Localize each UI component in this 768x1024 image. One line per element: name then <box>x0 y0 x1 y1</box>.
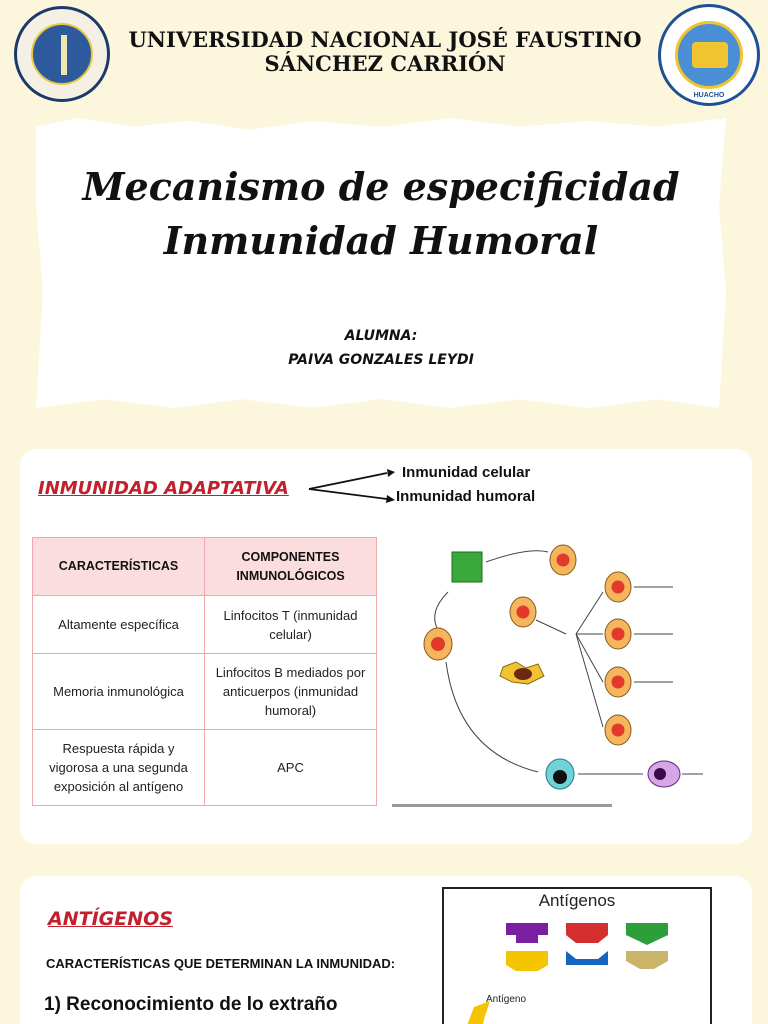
antigen-shape <box>626 951 668 969</box>
seal-inner <box>31 23 93 85</box>
table-header-cell: COMPONENTES INMUNOLÓGICOS <box>204 537 377 596</box>
seal-city-text: HUACHO <box>693 92 725 99</box>
branch-arrows-icon <box>308 469 395 503</box>
antigens-item-1: 1) Reconocimiento de lo extraño <box>44 994 338 1015</box>
antigens-figure: Antígenos Antígeno <box>442 887 712 1024</box>
immune-response-cell-diagram-icon <box>388 522 740 820</box>
adaptive-immunity-title: INMUNIDAD ADAPTATIVA <box>38 478 289 499</box>
torn-paper-background <box>36 118 726 408</box>
table-cell: Respuesta rápida y vigorosa a una segund… <box>32 729 205 806</box>
antigen-label: Antígeno <box>486 994 527 1005</box>
antigen-shapes <box>467 923 668 1024</box>
bird-emblem-icon <box>692 42 728 68</box>
table-cell: Altamente específica <box>32 595 205 654</box>
university-name-line1: UNIVERSIDAD NACIONAL JOSÉ FAUSTINO <box>128 27 642 52</box>
antigens-title: ANTÍGENOS <box>48 908 173 930</box>
diagram-drawing <box>392 544 703 807</box>
antigens-figure-title: Antígenos <box>538 891 616 910</box>
table-cell: Linfocitos B mediados por anticuerpos (i… <box>204 653 377 730</box>
student-name: PAIVA GONZALES LEYDI <box>288 352 474 368</box>
university-name-line2: SÁNCHEZ CARRIÓN <box>264 51 506 76</box>
antigen-shape <box>566 951 608 965</box>
antigen-shape <box>506 923 548 943</box>
medicine-school-seal-icon <box>14 6 110 102</box>
characteristics-table: CARACTERÍSTICAS COMPONENTES INMUNOLÓGICO… <box>32 537 377 806</box>
staff-icon <box>61 35 67 75</box>
table-row: Memoria inmunológica Linfocitos B mediad… <box>32 653 377 730</box>
table-header-cell: CARACTERÍSTICAS <box>32 537 205 596</box>
seal-inner <box>675 21 743 89</box>
antigen-shape <box>506 951 548 971</box>
antigen-shape <box>626 923 668 945</box>
table-row: Altamente específica Linfocitos T (inmun… <box>32 595 377 654</box>
table-header-row: CARACTERÍSTICAS COMPONENTES INMUNOLÓGICO… <box>32 537 377 596</box>
title-line1: Mecanismo de especificidad <box>82 164 680 209</box>
page-title: Mecanismo de especificidad Inmunidad Hum… <box>36 160 726 268</box>
table-cell: Memoria inmunológica <box>32 653 205 730</box>
title-line2: Inmunidad Humoral <box>163 218 599 263</box>
university-seal-icon: HUACHO <box>658 4 760 106</box>
university-name: UNIVERSIDAD NACIONAL JOSÉ FAUSTINO SÁNCH… <box>112 28 658 76</box>
antigen-shape <box>467 1001 490 1024</box>
table-row: Respuesta rápida y vigorosa a una segund… <box>32 729 377 806</box>
antigens-subtitle: CARACTERÍSTICAS QUE DETERMINAN LA INMUNI… <box>46 956 396 971</box>
branch-cellular-immunity: Inmunidad celular <box>402 464 531 481</box>
table-cell: APC <box>204 729 377 806</box>
table-cell: Linfocitos T (inmunidad celular) <box>204 595 377 654</box>
student-label: ALUMNA: <box>344 328 418 344</box>
branch-humoral-immunity: Inmunidad humoral <box>396 488 536 505</box>
antigen-shape <box>566 923 608 943</box>
